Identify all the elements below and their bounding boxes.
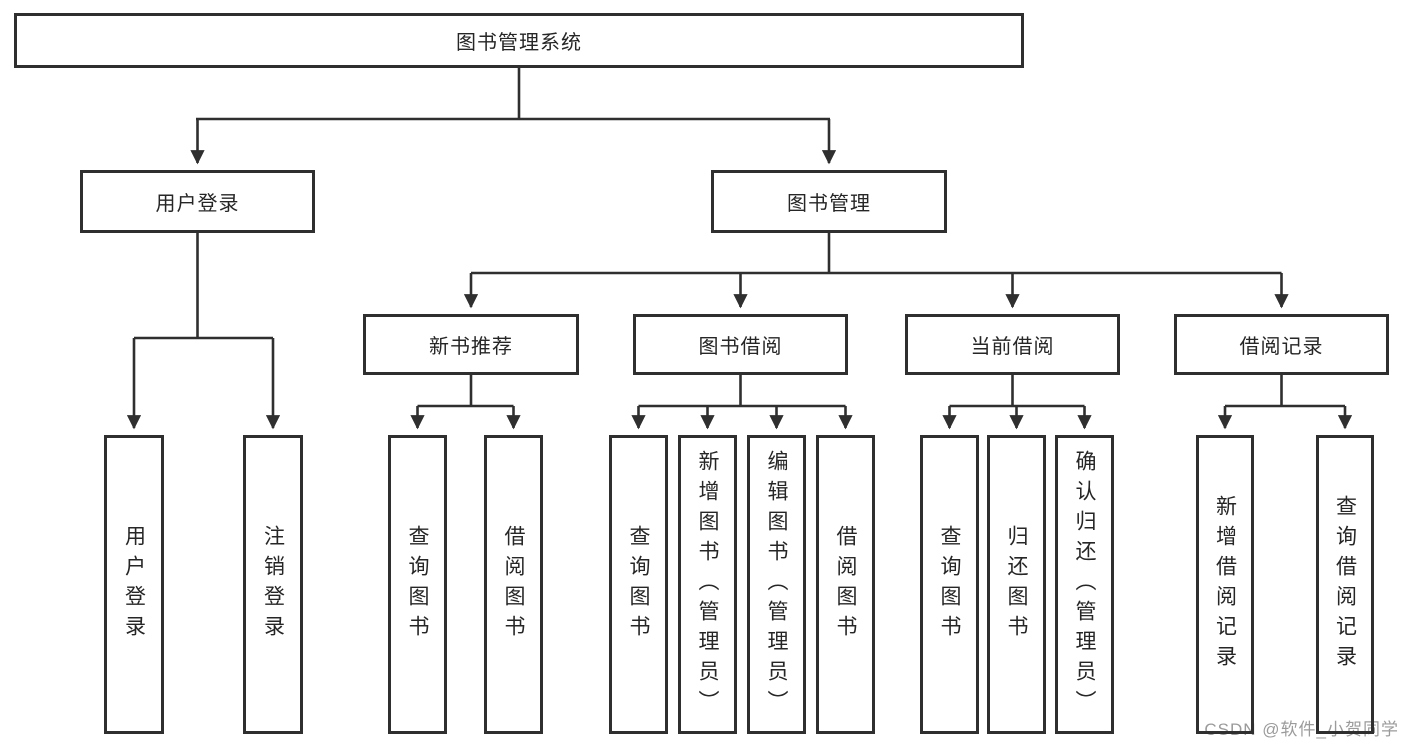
leaf-query-books-borrow: 查询图书 (609, 435, 668, 734)
leaf-return-book: 归还图书 (987, 435, 1046, 734)
leaf-add-book-admin: 新增图书（管理员） (678, 435, 737, 734)
leaf-confirm-return-admin: 确认归还（管理员） (1055, 435, 1114, 734)
edges-new-book-recommend (410, 375, 521, 430)
leaf-logout-label: 注销登录 (261, 524, 285, 645)
leaf-query-books-current: 查询图书 (920, 435, 979, 734)
leaf-query-books-recommend: 查询图书 (388, 435, 447, 734)
leaf-edit-book-admin: 编辑图书（管理员） (747, 435, 806, 734)
node-book-borrow: 图书借阅 (633, 314, 848, 375)
leaf-add-book-admin-label: 新增图书（管理员） (696, 449, 719, 720)
leaf-confirm-return-admin-label: 确认归还（管理员） (1073, 449, 1096, 720)
node-new-book-recommend: 新书推荐 (363, 314, 579, 375)
node-user-login: 用户登录 (80, 170, 315, 233)
edges-root (190, 68, 837, 165)
leaf-query-books-current-label: 查询图书 (938, 524, 961, 645)
node-borrow-records: 借阅记录 (1174, 314, 1389, 375)
leaf-user-login: 用户登录 (104, 435, 164, 734)
edges-book-management (463, 233, 1289, 309)
node-book-borrow-label: 图书借阅 (698, 336, 783, 358)
node-current-borrow: 当前借阅 (905, 314, 1120, 375)
edges-current-borrow (942, 375, 1092, 430)
leaf-query-borrow-record-label: 查询借阅记录 (1333, 494, 1357, 675)
node-new-book-recommend-label: 新书推荐 (429, 336, 513, 358)
leaf-borrow-books: 借阅图书 (816, 435, 875, 734)
leaf-edit-book-admin-label: 编辑图书（管理员） (765, 449, 788, 720)
node-book-management: 图书管理 (711, 170, 947, 233)
leaf-borrow-books-label: 借阅图书 (834, 524, 857, 645)
node-borrow-records-label: 借阅记录 (1239, 336, 1324, 358)
node-root: 图书管理系统 (14, 13, 1024, 68)
leaf-user-login-label: 用户登录 (122, 524, 146, 645)
leaf-query-books-borrow-label: 查询图书 (627, 524, 650, 645)
edges-user-login (126, 233, 281, 430)
node-current-borrow-label: 当前借阅 (970, 336, 1055, 358)
leaf-query-borrow-record: 查询借阅记录 (1316, 435, 1374, 734)
leaf-borrow-books-recommend-label: 借阅图书 (502, 524, 525, 645)
leaf-add-borrow-record-label: 新增借阅记录 (1213, 494, 1237, 675)
leaf-borrow-books-recommend: 借阅图书 (484, 435, 543, 734)
edges-borrow-records (1217, 375, 1353, 430)
edges-book-borrow (631, 375, 853, 430)
leaf-return-book-label: 归还图书 (1005, 524, 1028, 645)
leaf-logout: 注销登录 (243, 435, 303, 734)
leaf-add-borrow-record: 新增借阅记录 (1196, 435, 1254, 734)
node-user-login-label: 用户登录 (155, 193, 240, 215)
node-root-label: 图书管理系统 (456, 32, 582, 54)
leaf-query-books-recommend-label: 查询图书 (406, 524, 429, 645)
node-book-management-label: 图书管理 (787, 193, 871, 215)
